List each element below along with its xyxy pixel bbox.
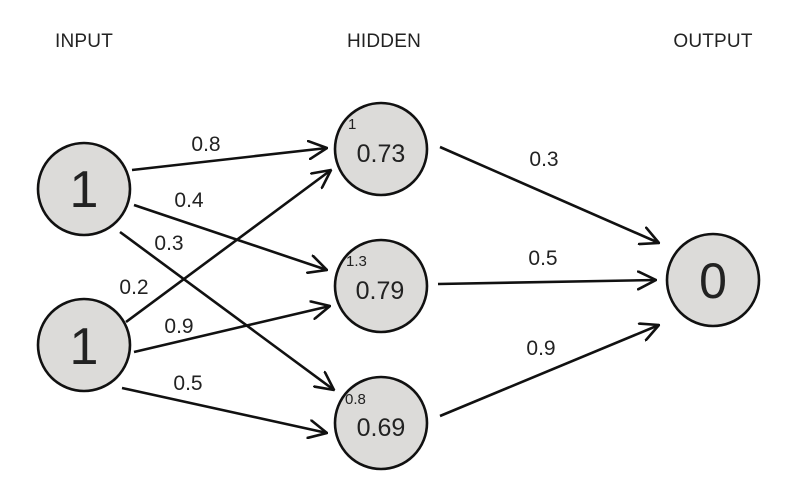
node-weighted-sum: 1.3 (346, 253, 367, 270)
edge-input2-hidden1 (125, 170, 331, 324)
hidden-node-3: 0.8 0.69 (333, 375, 429, 471)
node-value: 0.79 (356, 277, 405, 305)
weight-input1-hidden3: 0.3 (154, 232, 183, 255)
edge-input2-hidden2 (133, 306, 330, 354)
edge-input1-hidden1 (131, 148, 327, 172)
input-node-2: 1 (36, 297, 132, 393)
node-circle (333, 101, 429, 197)
edge-hidden2-output (437, 280, 656, 284)
weight-input2-hidden2: 0.9 (164, 315, 193, 338)
input-layer-label: INPUT (55, 31, 113, 52)
node-value: 0.69 (357, 414, 406, 442)
input-node-1: 1 (36, 141, 132, 237)
weight-hidden2-output: 0.5 (528, 247, 557, 270)
edge-hidden1-output (439, 145, 659, 243)
node-circle (665, 232, 761, 328)
hidden-node-2: 1.3 0.79 (333, 238, 429, 334)
edge-input2-hidden3 (121, 386, 327, 433)
node-value: 1 (70, 318, 99, 376)
node-weighted-sum: 0.8 (345, 391, 366, 408)
node-circle (333, 238, 429, 334)
node-value: 1 (70, 161, 99, 219)
node-circle (36, 297, 132, 393)
weight-input2-hidden3: 0.5 (173, 372, 202, 395)
weight-input1-hidden1: 0.8 (191, 133, 220, 156)
node-circle (36, 141, 132, 237)
output-layer-label: OUTPUT (673, 31, 753, 52)
edge-input1-hidden2 (133, 203, 327, 270)
edge-hidden3-output (439, 325, 659, 418)
output-node: 0 (665, 232, 761, 328)
hidden-node-1: 1 0.73 (333, 101, 429, 197)
weight-input2-hidden1: 0.2 (119, 276, 148, 299)
hidden-layer-label: HIDDEN (347, 31, 421, 52)
edge-input1-hidden3 (119, 230, 334, 390)
node-circle (333, 375, 429, 471)
node-value: 0.73 (357, 140, 406, 168)
weight-hidden1-output: 0.3 (529, 148, 558, 171)
node-weighted-sum: 1 (348, 116, 356, 133)
node-value: 0 (699, 253, 727, 309)
weight-hidden3-output: 0.9 (526, 337, 555, 360)
weight-input1-hidden2: 0.4 (174, 189, 204, 212)
